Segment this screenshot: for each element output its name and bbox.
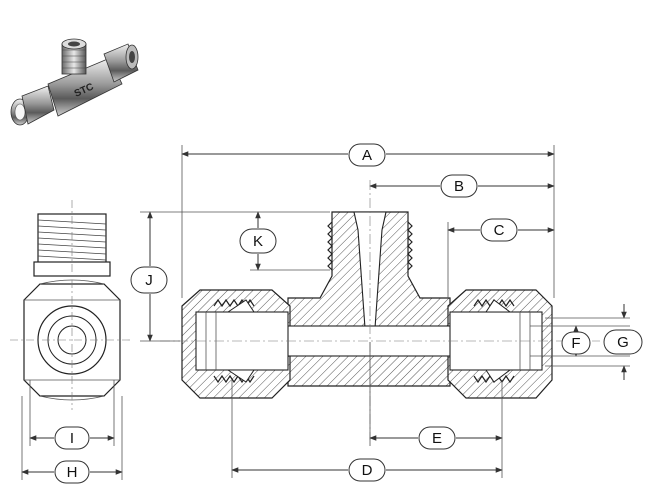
dim-label-D: D: [348, 458, 386, 482]
dim-label-I: I: [54, 426, 90, 450]
dim-label-K: K: [239, 228, 277, 254]
photo-threaded-port: [61, 38, 87, 75]
left-ferrule-bottom: [226, 369, 255, 383]
svg-text:F: F: [571, 335, 580, 352]
photo-body: [47, 57, 123, 117]
dim-label-G: G: [603, 329, 643, 355]
port-thread-left: [327, 221, 333, 271]
right-ferrule-bottom: [485, 369, 512, 383]
right-ferrule-top: [485, 299, 512, 313]
dim-label-B: B: [440, 174, 478, 198]
dimension-lines: [21, 145, 630, 480]
dim-label-E: E: [418, 426, 456, 450]
svg-text:H: H: [67, 464, 78, 481]
svg-text:B: B: [454, 178, 464, 195]
photo-left-nut: [21, 85, 55, 125]
svg-text:C: C: [494, 222, 505, 239]
svg-text:E: E: [432, 430, 442, 447]
dim-label-J: J: [130, 266, 168, 294]
svg-text:J: J: [145, 272, 153, 289]
svg-text:K: K: [253, 233, 263, 250]
product-photo: STC: [10, 38, 139, 126]
side-view: [10, 200, 132, 410]
dim-label-H: H: [54, 460, 90, 484]
cross-section: [160, 180, 600, 440]
dim-label-C: C: [480, 218, 518, 242]
svg-text:A: A: [362, 147, 372, 164]
port-thread-right: [407, 221, 413, 271]
svg-text:D: D: [362, 462, 373, 479]
dim-label-F: F: [561, 331, 591, 355]
svg-text:G: G: [617, 334, 629, 351]
svg-text:I: I: [70, 430, 74, 447]
left-ferrule-top: [226, 299, 255, 313]
dim-label-A: A: [348, 143, 386, 167]
